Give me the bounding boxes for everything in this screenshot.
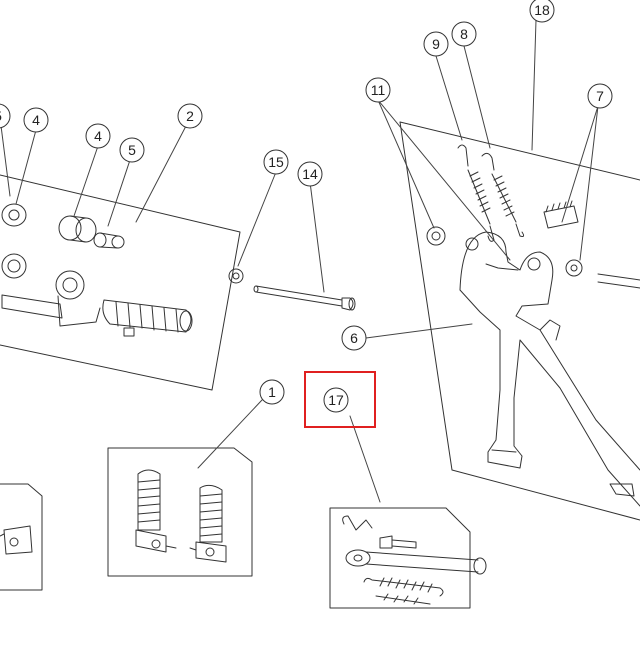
footpeg-right-part bbox=[189, 484, 227, 563]
svg-text:6: 6 bbox=[350, 330, 358, 346]
svg-text:4: 4 bbox=[94, 128, 102, 144]
highlight-box bbox=[304, 371, 376, 428]
lower-left-panel bbox=[0, 483, 43, 591]
svg-text:1: 1 bbox=[268, 384, 276, 400]
callout-9: 9 bbox=[423, 31, 449, 57]
washer-part bbox=[1, 203, 27, 227]
svg-text:11: 11 bbox=[371, 82, 386, 98]
callout-14: 14 bbox=[297, 161, 323, 187]
footpeg-pair-panel bbox=[107, 447, 253, 577]
svg-text:2: 2 bbox=[186, 108, 194, 124]
bolt-14-part bbox=[253, 285, 356, 311]
bushing-lower-part bbox=[1, 253, 27, 279]
spring-9-part bbox=[457, 144, 495, 242]
callout-5a: 5 bbox=[0, 103, 11, 129]
washer-15-part bbox=[228, 268, 244, 284]
svg-text:14: 14 bbox=[302, 166, 318, 182]
springs-kit-part bbox=[363, 577, 444, 605]
svg-text:18: 18 bbox=[534, 2, 550, 18]
svg-text:5: 5 bbox=[0, 108, 2, 124]
svg-text:17: 17 bbox=[328, 392, 344, 408]
svg-text:7: 7 bbox=[596, 88, 604, 104]
callout-11: 11 bbox=[365, 77, 391, 103]
svg-text:5: 5 bbox=[128, 142, 136, 158]
callout-4a: 4 bbox=[23, 107, 49, 133]
shaft-right-part bbox=[597, 273, 640, 289]
callout-15: 15 bbox=[263, 149, 289, 175]
callout-18: 18 bbox=[529, 0, 555, 23]
bushing-11-part bbox=[426, 226, 446, 246]
callout-8: 8 bbox=[451, 21, 477, 47]
callout-6: 6 bbox=[341, 325, 367, 351]
svg-text:8: 8 bbox=[460, 26, 468, 42]
callout-4b: 4 bbox=[85, 123, 111, 149]
bushing-small-part bbox=[93, 232, 125, 249]
washer-right-part bbox=[565, 259, 583, 277]
bushing-part bbox=[58, 215, 97, 243]
callout-2: 2 bbox=[177, 103, 203, 129]
footpeg-left-part bbox=[135, 469, 177, 553]
leader-lines bbox=[0, 19, 599, 503]
callout-1: 1 bbox=[259, 379, 285, 405]
spring-8-part bbox=[481, 152, 525, 237]
callout-5b: 5 bbox=[119, 137, 145, 163]
left-assembly-panel bbox=[0, 174, 241, 391]
svg-text:15: 15 bbox=[268, 154, 284, 170]
right-assembly-panel bbox=[399, 121, 640, 521]
callouts: 5 4 4 5 2 15 14 11 bbox=[0, 0, 613, 413]
clip-part bbox=[342, 515, 373, 531]
svg-text:4: 4 bbox=[32, 112, 40, 128]
footpeg-part bbox=[1, 270, 193, 337]
callout-7: 7 bbox=[587, 83, 613, 109]
svg-text:9: 9 bbox=[432, 36, 440, 52]
hardware-kit-panel bbox=[329, 507, 487, 609]
ratchet-7-part bbox=[543, 200, 579, 229]
small-bolt-part bbox=[379, 535, 417, 549]
center-stand-6-part bbox=[459, 231, 640, 507]
pivot-shaft-part bbox=[345, 549, 487, 575]
callout-17[interactable]: 17 bbox=[323, 387, 349, 413]
